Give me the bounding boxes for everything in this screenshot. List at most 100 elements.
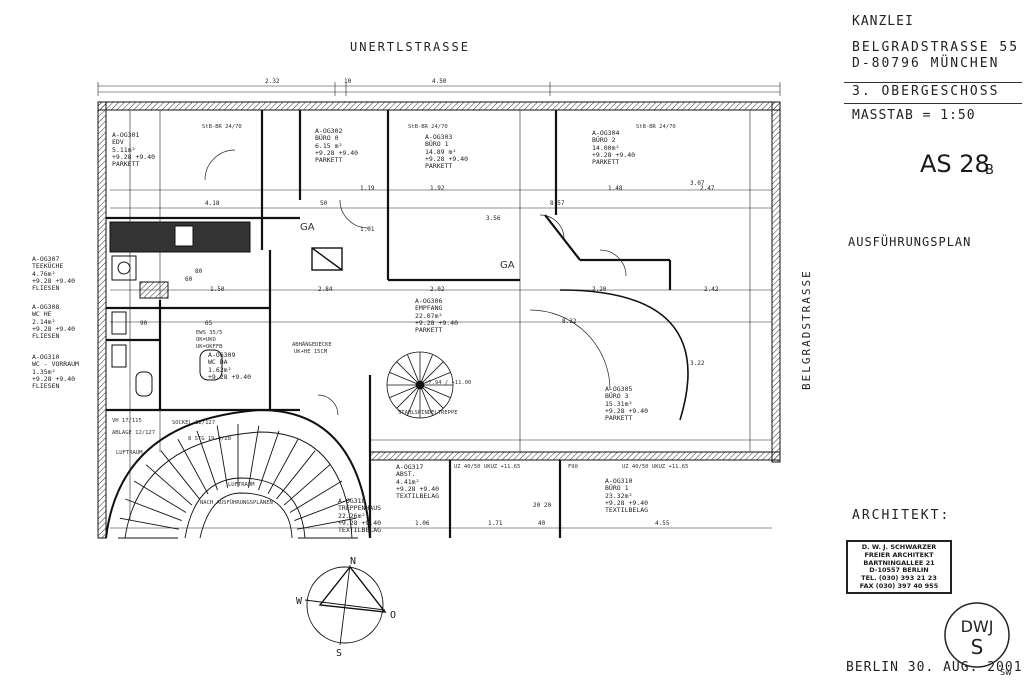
- steps-label: 8 STG 19.4/28: [188, 436, 232, 442]
- floor-label: 3. OBERGESCHOSS: [852, 84, 1000, 99]
- spiral-step: [421, 354, 433, 382]
- dimension: 2.02: [430, 286, 445, 293]
- window-label: EWS 35/5: [196, 330, 223, 336]
- stair-tread: [247, 425, 260, 488]
- dimension: 1.71: [488, 520, 503, 527]
- shelf-label: ABLAGE 12/127: [112, 430, 156, 436]
- dimension-lines: [97, 82, 781, 529]
- void-label: LUFTRAUM: [116, 450, 143, 456]
- office-label: KANZLEI: [852, 14, 914, 29]
- dimension: 4.18: [205, 200, 220, 207]
- stair-tread: [283, 464, 331, 506]
- plan-code-suffix: B: [985, 163, 994, 178]
- dimension: 60: [185, 276, 193, 283]
- stair-tread: [289, 480, 343, 513]
- interior-walls: [106, 110, 672, 538]
- spiral-step: [407, 388, 419, 416]
- void-label: LUFTRAUM: [228, 482, 255, 488]
- spiral-step: [423, 372, 451, 384]
- stamp-line: FREIER ARCHITEKT: [864, 550, 934, 559]
- stair-tread: [177, 439, 209, 495]
- beam-label: StB-BR 24/70: [636, 124, 676, 130]
- dimension: 4.50: [432, 78, 447, 85]
- dimension: 2.42: [704, 286, 719, 293]
- spiral-step: [407, 354, 419, 382]
- scale-label: MASSTAB = 1:50: [852, 108, 976, 123]
- kitchen-counter: [109, 221, 251, 397]
- ceiling-label: ABHÄNGEDECKE: [292, 342, 332, 348]
- compass-north: N: [350, 556, 357, 567]
- dimension: 1.06: [415, 520, 430, 527]
- stair-tread: [294, 498, 351, 521]
- beam-level: UKUZ +11.65: [652, 464, 689, 470]
- dimension: 4.55: [655, 520, 670, 527]
- floor-box: [844, 82, 1022, 104]
- stamp-line: D. W. J. SCHWARZER: [861, 543, 937, 551]
- stair-tread: [267, 439, 299, 495]
- spiral-step: [421, 388, 433, 416]
- main-staircase: [105, 408, 371, 539]
- stair-tread: [160, 450, 200, 500]
- dimension: 3.22: [690, 360, 705, 367]
- dimension: 65: [205, 320, 213, 327]
- street-right: BELGRADSTRASSE: [800, 269, 813, 390]
- compass-west: W: [296, 596, 303, 607]
- date-line: BERLIN 30. AUG. 2001: [846, 660, 1023, 675]
- architect-logo: DWJ S: [944, 602, 1010, 668]
- dimension: 8.32: [562, 318, 577, 325]
- logo-initials: DWJ: [961, 617, 994, 636]
- shafts: [311, 247, 343, 271]
- compass-south: S: [336, 648, 343, 659]
- window-bottom: UK=OKFFB: [196, 344, 223, 350]
- beam-label: StB-BR 24/70: [202, 124, 242, 130]
- stair-tread: [125, 498, 182, 521]
- architect-stamp: D. W. J. SCHWARZER FREIER ARCHITEKT BART…: [846, 540, 952, 594]
- stamp-line: TEL. (030) 393 21 23: [861, 574, 937, 583]
- dimension: 90: [140, 320, 148, 327]
- dimension: 1.92: [430, 185, 445, 192]
- dimension: 50: [320, 200, 328, 207]
- dimension: 2.20: [592, 286, 607, 293]
- window-sill: OK=UKO: [196, 337, 216, 343]
- dimension: 1.50: [210, 286, 225, 293]
- dimension: 1.48: [608, 185, 623, 192]
- stair-tread: [297, 517, 357, 530]
- stair-tread: [196, 430, 218, 491]
- stamp-line: D-10557 BERLIN: [869, 566, 929, 575]
- dimension: 3.07: [690, 180, 705, 187]
- architect-label: ARCHITEKT:: [852, 508, 951, 523]
- dimension: 2.47: [700, 185, 715, 192]
- stair-levels: +7.94 / +11.00: [425, 380, 472, 386]
- spiral-step: [422, 361, 444, 383]
- compass: [304, 564, 387, 646]
- street-top: UNERTLSTRASSE: [350, 40, 470, 54]
- stair-tread: [145, 464, 193, 506]
- stair-tread: [216, 425, 229, 488]
- compass-east: O: [390, 610, 397, 621]
- stair-tread: [258, 430, 280, 491]
- beam-label: UZ 40/50: [622, 464, 649, 470]
- logo-letter: S: [971, 635, 984, 659]
- plan-code: AS 28: [920, 150, 990, 178]
- shaft-label: GA: [500, 260, 515, 271]
- stair-tread: [133, 480, 187, 513]
- dimension: 40: [538, 520, 546, 527]
- stair-tread: [119, 517, 179, 530]
- address-line-2: D-80796 MÜNCHEN: [852, 56, 1000, 71]
- stamp-line: BARTNINGALLEE 21: [863, 558, 935, 567]
- address-line-1: BELGRADSTRASSE 55: [852, 40, 1020, 55]
- stamp-line: FAX (030) 397 40 955: [859, 581, 939, 590]
- dimension: 3.56: [486, 215, 501, 222]
- dimension: 1.01: [360, 226, 375, 233]
